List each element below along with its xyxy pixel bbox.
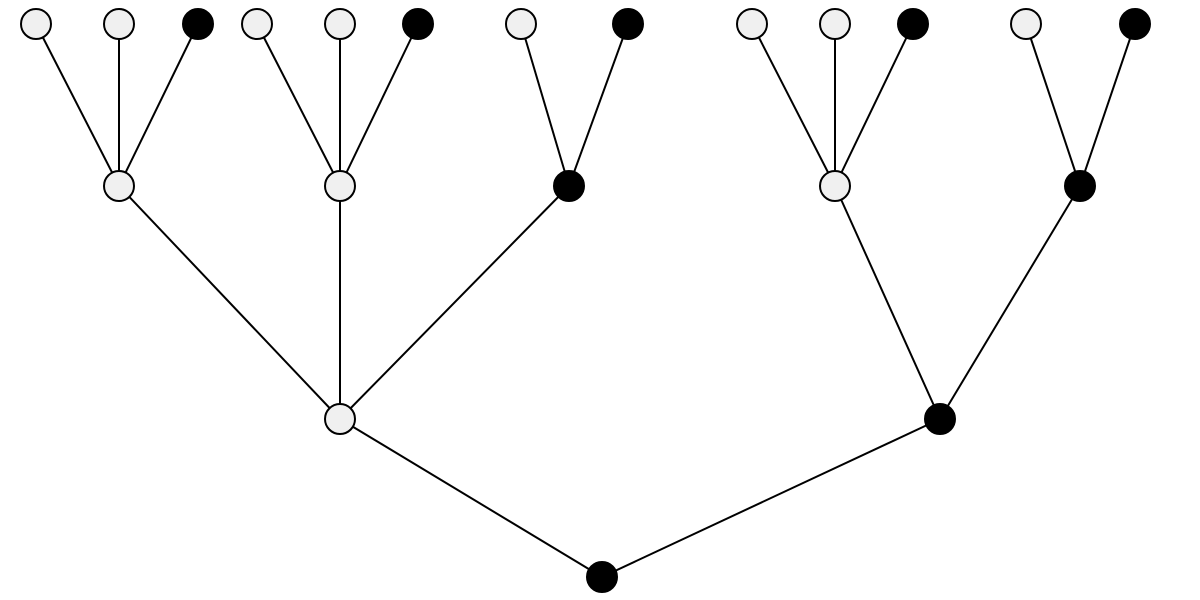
tree-node-black	[553, 170, 585, 202]
edge	[35, 23, 120, 187]
tree-node-black	[1064, 170, 1096, 202]
edge	[339, 185, 570, 420]
edge	[1079, 23, 1136, 187]
tree-node-white	[103, 8, 135, 40]
edge	[118, 185, 341, 420]
tree-node-white	[324, 403, 356, 435]
tree-node-white	[505, 8, 537, 40]
tree-node-white	[819, 170, 851, 202]
edge	[339, 23, 419, 187]
tree-node-black	[1119, 8, 1151, 40]
edge	[834, 23, 914, 187]
edge	[751, 23, 836, 187]
edge	[118, 23, 199, 187]
tree-node-white	[736, 8, 768, 40]
tree-node-white	[324, 170, 356, 202]
edge	[256, 23, 341, 187]
tree-node-black	[182, 8, 214, 40]
tree-node-white	[241, 8, 273, 40]
edge	[339, 418, 603, 578]
tree-node-black	[924, 403, 956, 435]
edge	[939, 185, 1081, 420]
tree-node-white	[103, 170, 135, 202]
tree-node-black	[586, 561, 618, 593]
edge	[568, 23, 629, 187]
tree-node-white	[20, 8, 52, 40]
tree-node-black	[402, 8, 434, 40]
edge	[520, 23, 570, 187]
edges	[35, 23, 1136, 578]
edge	[1025, 23, 1081, 187]
tree-node-black	[897, 8, 929, 40]
tree-node-black	[612, 8, 644, 40]
tree-node-white	[819, 8, 851, 40]
tree-node-white	[1010, 8, 1042, 40]
tree-node-white	[324, 8, 356, 40]
nodes	[20, 8, 1151, 593]
edge	[601, 418, 941, 578]
edge	[834, 185, 941, 420]
